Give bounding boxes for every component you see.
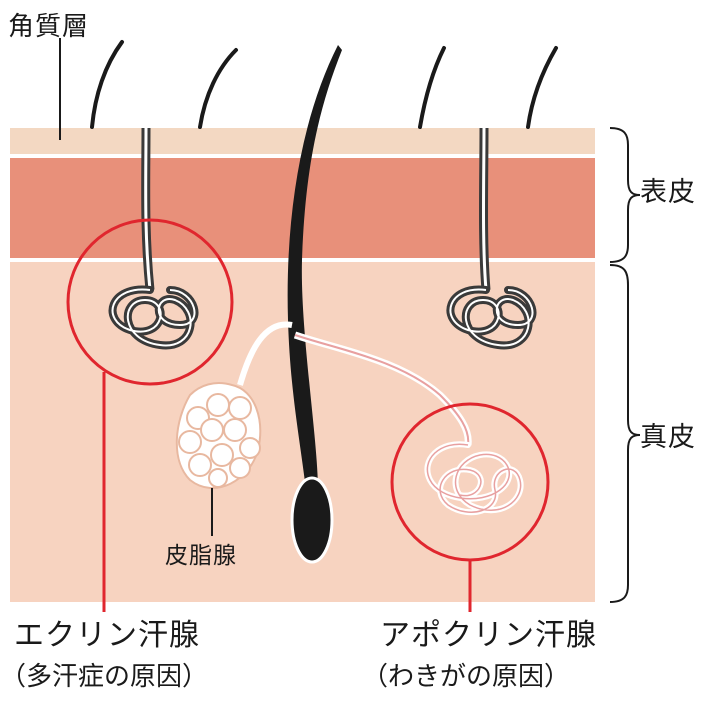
epidermis-bracket — [609, 127, 641, 263]
apocrine-gland-label: アポクリン汗腺 — [380, 618, 597, 653]
sebaceous-duct — [237, 321, 293, 386]
eccrine-gland-label: エクリン汗腺 — [14, 618, 200, 653]
stratum-corneum-label: 角質層 — [8, 12, 90, 42]
dermis-label: 真皮 — [640, 422, 696, 453]
sebaceous-gland-label: 皮脂腺 — [163, 536, 239, 570]
eccrine-highlight-circle — [66, 218, 234, 386]
sebaceous-gland — [175, 382, 262, 490]
hair-follicle-bulb — [290, 476, 334, 564]
central-hair — [287, 45, 342, 490]
surface-hairs — [90, 40, 558, 129]
eccrine-gland-note: （多汗症の原因） — [0, 662, 209, 692]
dermis-bracket — [609, 264, 641, 603]
apocrine-gland-note: （わきがの原因） — [362, 662, 571, 692]
epidermis-label: 表皮 — [640, 177, 696, 208]
